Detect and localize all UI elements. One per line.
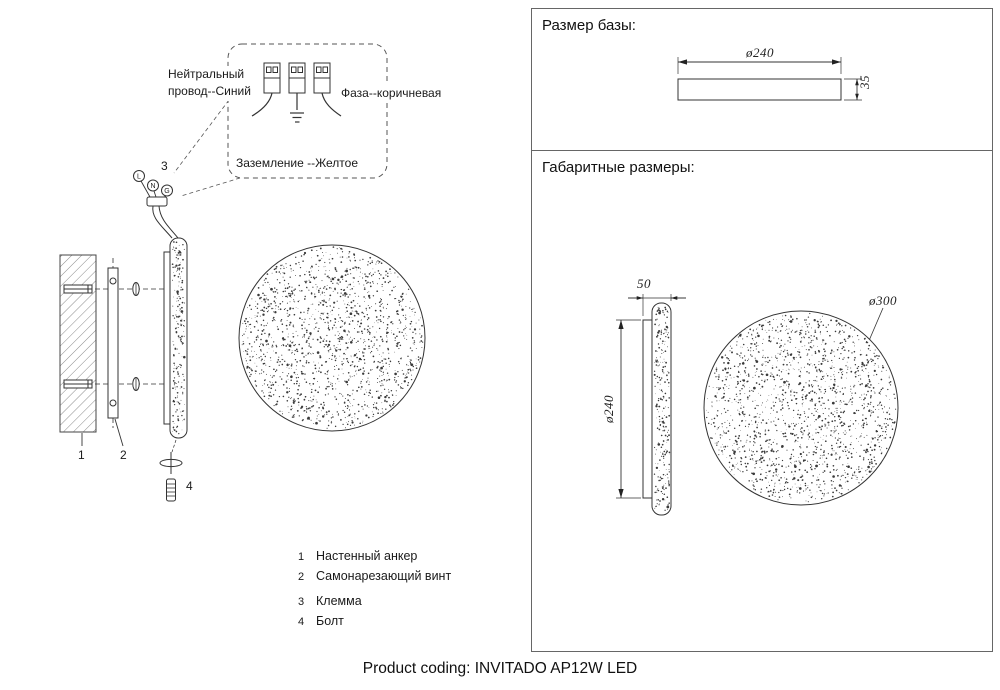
lamp-front-view [238, 244, 426, 432]
ground-symbol-icon [290, 112, 304, 123]
legend-label-4: Болт [316, 614, 344, 628]
screw-axes [95, 258, 167, 428]
depth-dim: 50 [637, 276, 651, 291]
base-drawing [677, 57, 862, 101]
legend-label-3: Клемма [316, 594, 362, 608]
overall-size-section: Габаритные размеры: [532, 151, 992, 184]
lamp-front-dim-stipple [706, 312, 897, 503]
callout-leaders [81, 418, 177, 453]
overall-size-title: Габаритные размеры: [542, 159, 695, 176]
legend-item-2: 2 Самонарезающий винт [297, 569, 451, 583]
wall-section [59, 254, 97, 433]
wall-anchor-top [63, 284, 93, 294]
terminal-n-label: N [150, 183, 155, 190]
callout-4: 4 [186, 479, 193, 493]
callout-1: 1 [78, 448, 85, 462]
bolt [159, 452, 183, 502]
legend-label-1: Настенный анкер [316, 549, 418, 563]
legend-num-4: 4 [297, 616, 305, 628]
terminal-g-label: G [164, 188, 169, 195]
terminal-l-label: L [137, 174, 141, 181]
parts-legend: 1 Настенный анкер 2 Самонарезающий винт … [297, 549, 451, 628]
self-tapping-screw-top [132, 282, 140, 296]
legend-item-4: 4 Болт [297, 614, 451, 628]
dimensions-drawings [616, 57, 899, 516]
self-tapping-screw-bottom [132, 377, 140, 391]
base-size-title: Размер базы: [542, 17, 636, 34]
legend-num-1: 1 [297, 551, 305, 563]
ground-wire-label: Заземление --Желтое [235, 155, 360, 173]
wall-anchor-bottom [63, 379, 93, 389]
overall-drawing [616, 294, 899, 516]
lamp-front-stipple [241, 246, 424, 429]
front-diameter-dim: ø300 [869, 293, 897, 308]
base-height-dim: 35 [857, 75, 872, 89]
legend-item-1: 1 Настенный анкер [297, 549, 451, 563]
side-diameter-dim: ø240 [601, 395, 616, 423]
base-diameter-dim: ø240 [746, 45, 774, 60]
phase-wire-label: Фаза--коричневая [340, 85, 443, 103]
callout-2: 2 [120, 448, 127, 462]
callout-3: 3 [161, 159, 168, 173]
legend-num-3: 3 [297, 596, 305, 608]
legend-item-3: 3 Клемма [297, 594, 451, 608]
base-size-section: Размер базы: [532, 9, 992, 151]
lamp-side-dim-stipple [653, 306, 671, 511]
legend-num-2: 2 [297, 571, 305, 583]
lamp-side-stipple [171, 241, 186, 435]
ground-connector-icon [288, 62, 306, 110]
phase-connector-icon [313, 62, 342, 117]
lamp-side-view [163, 237, 188, 439]
neutral-wire-label: Нейтральный провод--Синий [167, 66, 255, 101]
neutral-connector-icon [251, 62, 281, 117]
wire-connector-icons [251, 62, 342, 117]
legend-label-2: Самонарезающий винт [316, 569, 452, 583]
terminal-block: L N G [133, 170, 179, 239]
wiring-detail-box [173, 43, 388, 197]
product-coding: Product coding: INVITADO AP12W LED [362, 660, 638, 677]
installation-diagram: L N G [59, 43, 426, 502]
mounting-plate [107, 267, 119, 419]
